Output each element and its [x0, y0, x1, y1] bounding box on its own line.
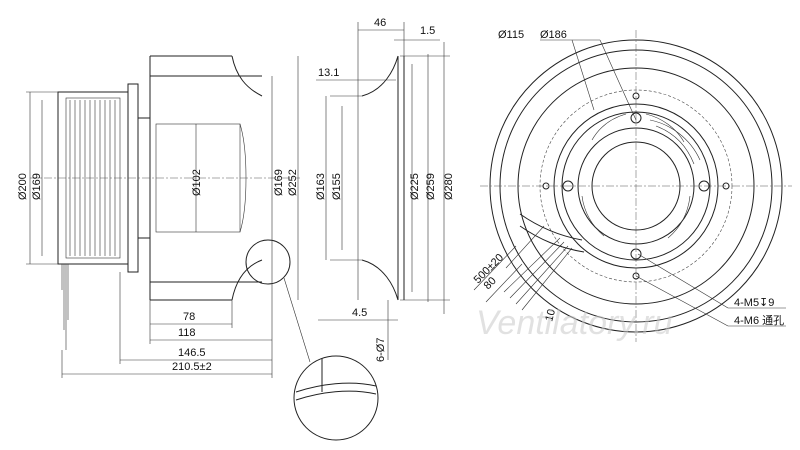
dim-146-5: 146.5	[178, 347, 206, 359]
dim-d169-impeller: Ø169	[273, 169, 285, 196]
dim-d163: Ø163	[315, 173, 327, 200]
dim-d115: Ø115	[498, 29, 524, 41]
dim-6-d7: 6-Ø7	[375, 338, 387, 362]
dim-118: 118	[178, 327, 196, 339]
dim-4-5: 4.5	[352, 307, 367, 319]
dim-d186: Ø186	[540, 29, 567, 41]
dim-78: 78	[183, 311, 195, 323]
dim-1-5: 1.5	[420, 25, 435, 37]
dim-46: 46	[374, 17, 386, 29]
dim-d225: Ø225	[409, 173, 421, 200]
dim-d252: Ø252	[287, 169, 299, 196]
dim-d200: Ø200	[17, 173, 29, 200]
dim-d259: Ø259	[425, 173, 437, 200]
side-view: Ø200 Ø169 Ø102 Ø169 Ø252 78 118 146.5 21…	[17, 55, 379, 441]
dim-cable-10: 10	[543, 308, 558, 323]
holes-m5: 4-M5↧9	[734, 297, 774, 309]
inlet-ring-view: 46 1.5 13.1 Ø163 Ø155 Ø225 Ø259 Ø280 4.5…	[315, 17, 455, 362]
dim-d155: Ø155	[331, 173, 343, 200]
dim-d280: Ø280	[443, 173, 455, 200]
watermark: Ventilatory.ru	[476, 304, 673, 342]
dim-13-1: 13.1	[318, 67, 339, 79]
dim-d102: Ø102	[191, 169, 203, 196]
front-view: Ø115 Ø186 500±20 80 10 4-M5↧9 4-M6 通孔	[472, 29, 792, 342]
holes-m6: 4-M6 通孔	[734, 314, 784, 327]
dim-210-5: 210.5±2	[172, 361, 212, 373]
dim-d169-motor: Ø169	[31, 173, 43, 200]
